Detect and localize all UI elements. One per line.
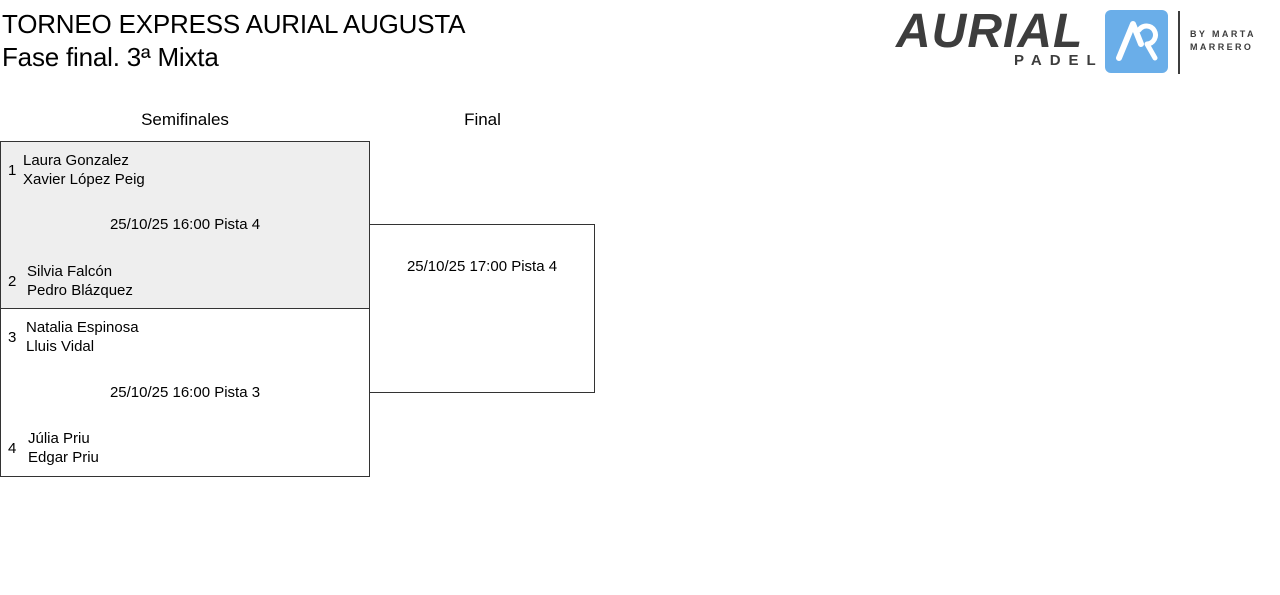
team-players: Silvia Falcón Pedro Blázquez	[27, 262, 133, 300]
player-name: Lluis Vidal	[26, 338, 95, 355]
match-schedule: 25/10/25 16:00 Pista 3	[109, 384, 261, 401]
team-seed-4: 4 Júlia Priu Edgar Priu	[1, 429, 361, 469]
final-match: 25/10/25 17:00 Pista 4	[369, 224, 595, 393]
logo-by-text: BY MARTA MARRERO	[1190, 28, 1280, 54]
round-header-semifinals: Semifinales	[141, 110, 229, 129]
seed-number: 2	[8, 273, 17, 290]
player-name: Natalia Espinosa	[26, 319, 139, 336]
title-block: TORNEO EXPRESS AURIAL AUGUSTA Fase final…	[2, 8, 465, 74]
player-name: Silvia Falcón	[27, 263, 113, 280]
player-name: Xavier López Peig	[23, 171, 145, 188]
seed-number: 4	[8, 440, 17, 457]
player-name: Pedro Blázquez	[27, 282, 133, 299]
match-schedule: 25/10/25 16:00 Pista 4	[109, 216, 261, 233]
seed-number: 1	[8, 162, 17, 179]
aurial-logo: AURIAL PADEL BY MARTA MARRERO	[894, 5, 1274, 76]
phase-subtitle: Fase final. 3ª Mixta	[2, 42, 219, 72]
player-name: Laura Gonzalez	[23, 152, 129, 169]
aurial-badge-icon	[1105, 10, 1168, 73]
seed-number: 3	[8, 329, 17, 346]
semifinal-match-1: 1 Laura Gonzalez Xavier López Peig 25/10…	[0, 141, 370, 309]
logo-by-line-2: MARRERO	[1190, 42, 1254, 52]
match-schedule: 25/10/25 17:00 Pista 4	[406, 258, 558, 275]
team-players: Natalia Espinosa Lluis Vidal	[26, 318, 139, 356]
team-seed-3: 3 Natalia Espinosa Lluis Vidal	[1, 318, 361, 358]
player-name: Júlia Priu	[28, 430, 90, 447]
semifinal-match-2: 3 Natalia Espinosa Lluis Vidal 25/10/25 …	[0, 308, 370, 477]
round-header-final: Final	[464, 110, 501, 129]
team-players: Laura Gonzalez Xavier López Peig	[23, 151, 145, 189]
player-name: Edgar Priu	[28, 449, 99, 466]
team-seed-1: 1 Laura Gonzalez Xavier López Peig	[1, 151, 361, 191]
team-players: Júlia Priu Edgar Priu	[28, 429, 99, 467]
logo-by-line-1: BY MARTA	[1190, 29, 1256, 39]
logo-wordmark: AURIAL	[896, 5, 1084, 58]
tournament-title: TORNEO EXPRESS AURIAL AUGUSTA	[2, 9, 466, 39]
logo-subtext: PADEL	[1014, 52, 1104, 69]
team-seed-2: 2 Silvia Falcón Pedro Blázquez	[1, 262, 361, 302]
logo-divider	[1178, 11, 1180, 74]
